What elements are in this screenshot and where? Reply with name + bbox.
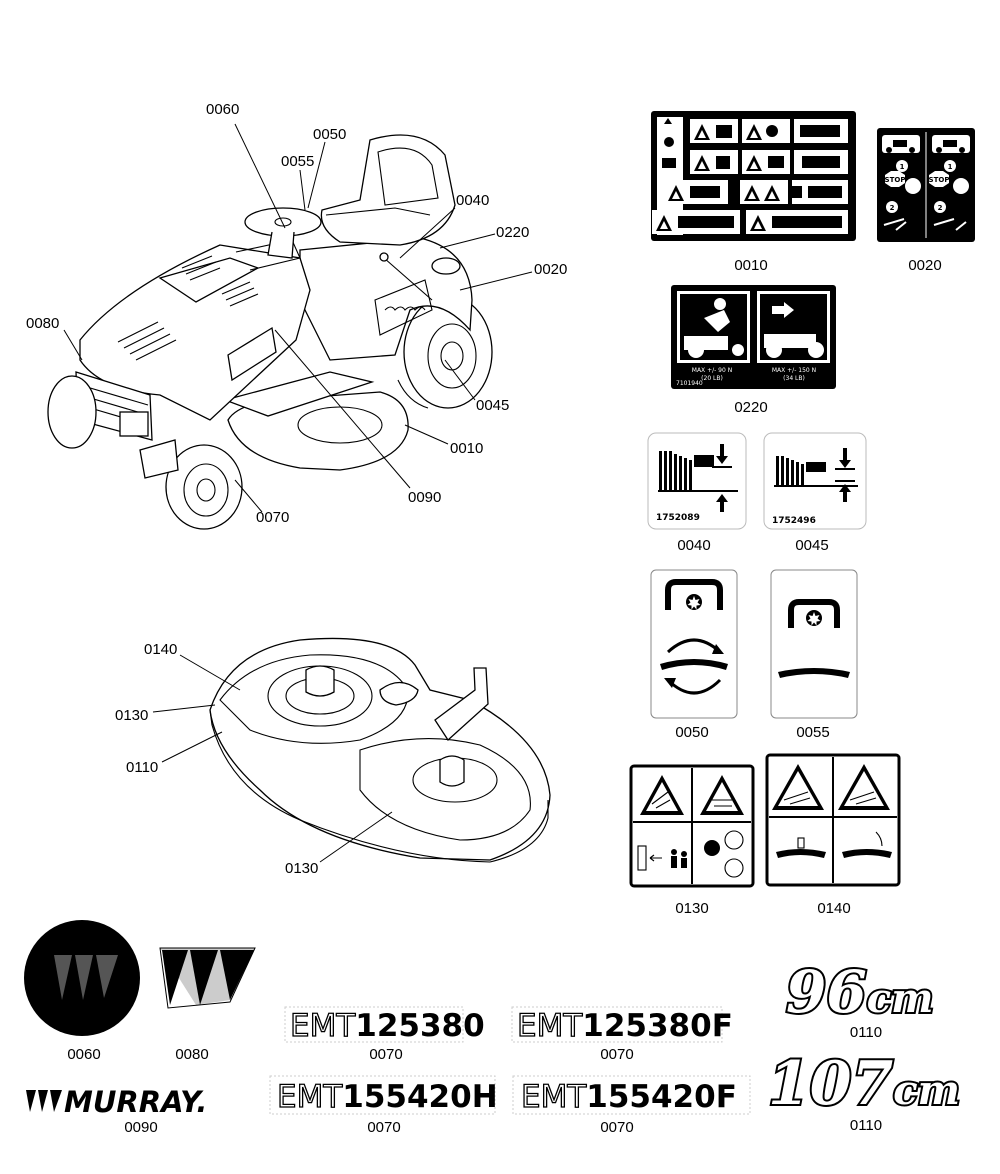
decal-0055 <box>770 569 858 719</box>
caption-0060: 0060 <box>67 1046 100 1063</box>
caption-0050: 0050 <box>675 724 708 741</box>
callout-0140: 0140 <box>144 641 177 658</box>
svg-text:MURRAY.: MURRAY. <box>64 1085 207 1119</box>
warning-triangle-icon <box>652 119 848 234</box>
svg-text:2: 2 <box>890 204 895 212</box>
decal-0010 <box>651 111 856 241</box>
decal-0080 <box>159 947 256 1009</box>
caption-0055: 0055 <box>796 724 829 741</box>
callout-0130-lower: 0130 <box>285 860 318 877</box>
caption-0040: 0040 <box>677 537 710 554</box>
decal-0220: 7101940 MAX +/- 90 N (20 LB) MAX +/- 150… <box>671 285 836 389</box>
model-decal-emt155420f: EMT155420F <box>512 1075 751 1116</box>
rotation-arrows-icon <box>664 638 724 695</box>
size-decal-107cm: 107cm <box>766 1047 962 1121</box>
callout-0060: 0060 <box>206 101 239 118</box>
model-decal-emt125380f: EMT125380F <box>511 1006 733 1045</box>
svg-text:1: 1 <box>948 163 953 171</box>
decal-0140 <box>765 753 901 887</box>
model-decal-emt155420h: EMT155420H <box>269 1075 498 1116</box>
callout-0220: 0220 <box>496 224 529 241</box>
svg-text:7101940: 7101940 <box>676 380 703 387</box>
callout-0045: 0045 <box>476 397 509 414</box>
manual-book-icon <box>678 125 842 228</box>
caption-0010: 0010 <box>734 257 767 274</box>
mower-logo-icon <box>54 955 118 1000</box>
decal-0060 <box>24 920 140 1036</box>
stop-sign-icon: STOP STOP <box>885 171 950 187</box>
svg-text:2: 2 <box>938 204 943 212</box>
decal-0130 <box>629 764 755 888</box>
caption-0070-a: 0070 <box>369 1046 402 1063</box>
tractor-leaders <box>63 123 533 513</box>
decal-0090-murray-logo: MURRAY. <box>26 1085 207 1119</box>
tractor-illustration <box>47 134 493 530</box>
caption-0070-d: 0070 <box>600 1119 633 1136</box>
caption-0090: 0090 <box>124 1119 157 1136</box>
callout-0070: 0070 <box>256 509 289 526</box>
decal-0050 <box>650 569 738 719</box>
callout-0040: 0040 <box>456 192 489 209</box>
svg-text:1752089: 1752089 <box>656 513 700 523</box>
svg-text:(34 LB): (34 LB) <box>783 375 805 382</box>
svg-text:96cm: 96cm <box>786 958 933 1026</box>
callout-0055: 0055 <box>281 153 314 170</box>
svg-text:1: 1 <box>900 163 905 171</box>
caption-0020: 0020 <box>908 257 941 274</box>
caption-0130: 0130 <box>675 900 708 917</box>
caption-0070-c: 0070 <box>367 1119 400 1136</box>
caption-0045: 0045 <box>795 537 828 554</box>
caption-0220: 0220 <box>734 399 767 416</box>
caption-0110-a: 0110 <box>850 1024 882 1041</box>
caption-0110-b: 0110 <box>850 1117 882 1134</box>
model-decal-emt125380: EMT125380 <box>284 1006 485 1045</box>
callout-0010: 0010 <box>450 440 483 457</box>
svg-text:STOP: STOP <box>885 176 906 184</box>
svg-text:1752496: 1752496 <box>772 516 816 526</box>
decal-0045: 1752496 <box>763 432 867 530</box>
svg-text:EMT125380F: EMT125380F <box>517 1008 733 1044</box>
svg-text:(20 LB): (20 LB) <box>701 375 723 382</box>
tractor-callouts: 0060 0050 0055 0040 0220 0020 0080 0045 … <box>26 101 567 526</box>
deck-callouts: 0140 0130 0110 0130 <box>115 641 318 877</box>
callout-0080: 0080 <box>26 315 59 332</box>
callout-0050: 0050 <box>313 126 346 143</box>
callout-0110: 0110 <box>126 759 158 776</box>
svg-text:STOP: STOP <box>929 176 950 184</box>
callout-0130: 0130 <box>115 707 148 724</box>
decal-0040: 1752089 <box>647 432 747 530</box>
caption-0140: 0140 <box>817 900 850 917</box>
caption-0070-b: 0070 <box>600 1046 633 1063</box>
svg-text:EMT155420F: EMT155420F <box>521 1079 737 1115</box>
svg-text:MAX +/- 150 N: MAX +/- 150 N <box>772 367 816 374</box>
blade-icon <box>660 594 728 670</box>
svg-text:EMT155420H: EMT155420H <box>277 1079 498 1115</box>
svg-text:MAX +/- 90 N: MAX +/- 90 N <box>692 367 732 374</box>
svg-text:107cm: 107cm <box>768 1049 960 1119</box>
mower-deck-illustration <box>209 637 551 863</box>
size-decal-96cm: 96cm <box>784 956 935 1028</box>
decal-0020: 1 1 STOP STOP 2 2 <box>877 128 975 242</box>
callout-0090: 0090 <box>408 489 441 506</box>
caption-0080: 0080 <box>175 1046 208 1063</box>
callout-0020: 0020 <box>534 261 567 278</box>
deck-leaders <box>152 654 393 863</box>
svg-text:EMT125380: EMT125380 <box>290 1008 485 1044</box>
